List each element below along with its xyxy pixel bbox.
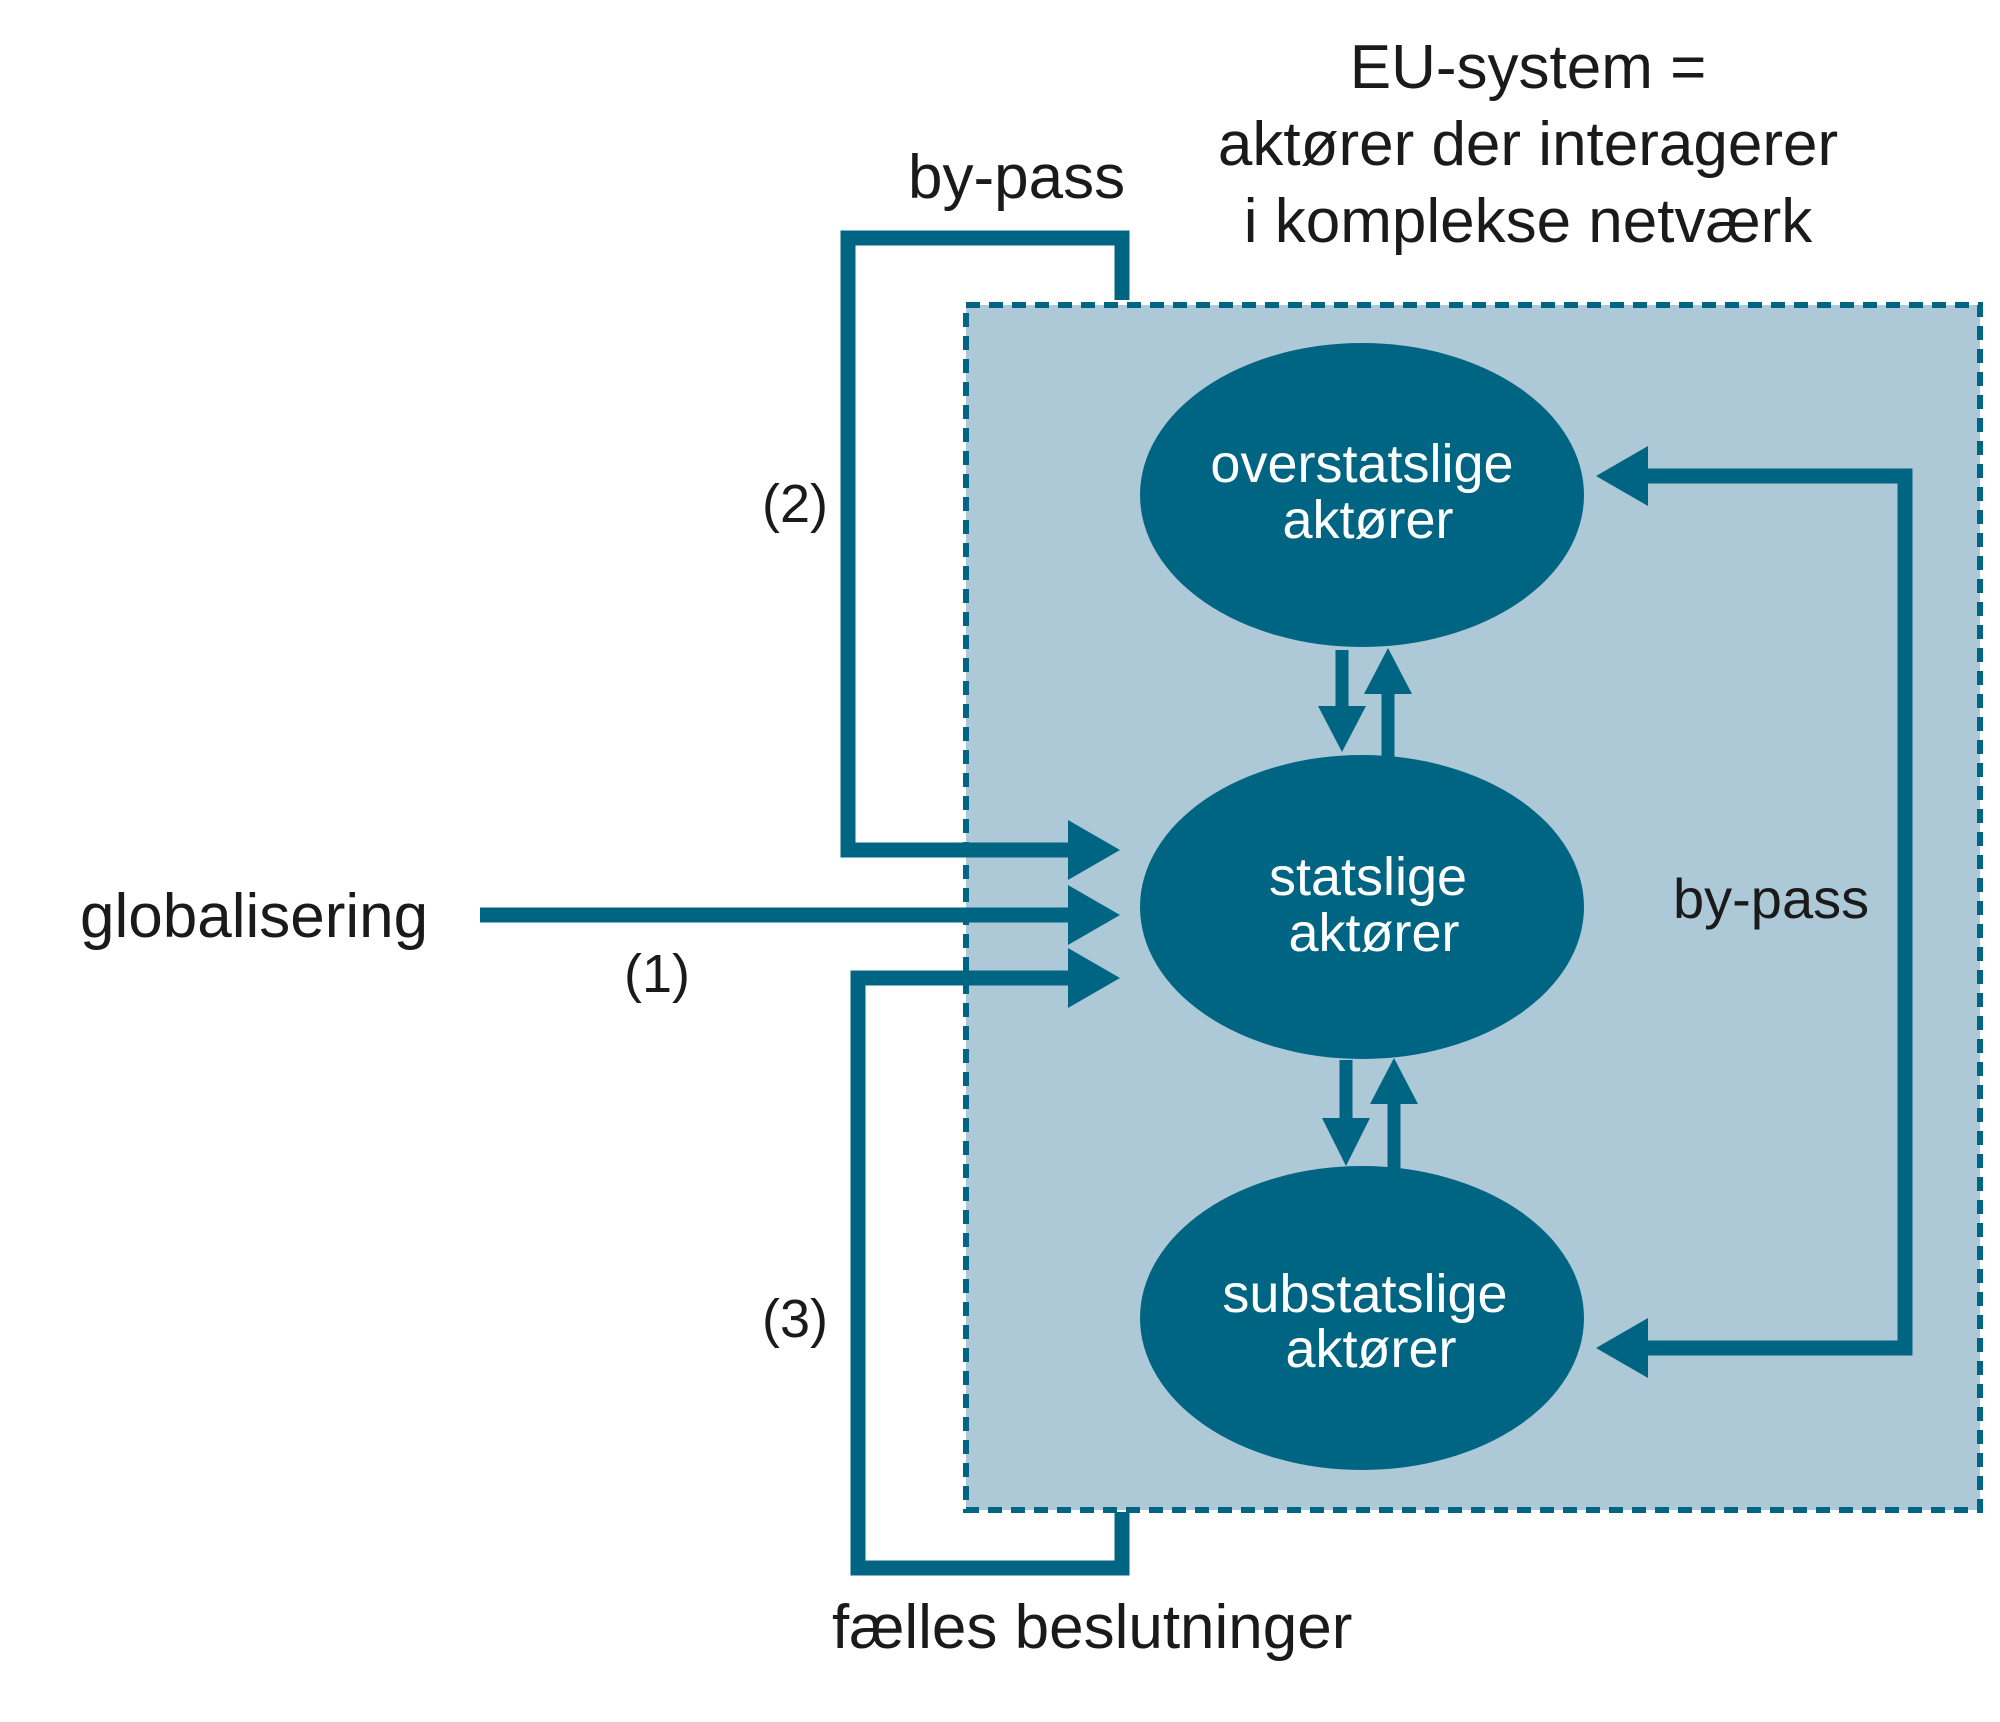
node-statslige (1140, 755, 1584, 1059)
bypass-right-arrowhead-bottom (1596, 1318, 1648, 1378)
bypass-right-connector (1645, 468, 1913, 1356)
label-path-1: (1) (624, 944, 690, 1004)
node-overstatslige-line1: overstatslige (1210, 434, 1513, 494)
node-substatslige-line1: substatslige (1222, 1264, 1507, 1324)
globalisering-arrowhead (1068, 885, 1120, 945)
node-overstatslige-line2: aktører (1282, 490, 1453, 550)
middle-to-bottom-arrowhead (1322, 1118, 1370, 1166)
bypass-right-arrowhead-top (1596, 446, 1648, 506)
node-substatslige-line2: aktører (1285, 1319, 1456, 1379)
system-title-line1: EU-system = (1350, 33, 1707, 102)
label-bypass-right: by-pass (1673, 867, 1869, 930)
faelles-connector (850, 970, 1130, 1576)
bypass-top-arrowhead (1068, 820, 1120, 880)
label-bypass-top: by-pass (908, 143, 1125, 212)
node-overstatslige (1140, 343, 1584, 647)
label-path-2: (2) (762, 474, 828, 534)
bottom-to-middle-arrowhead (1370, 1058, 1418, 1104)
node-statslige-line2: aktører (1288, 903, 1459, 963)
label-globalisering: globalisering (80, 882, 428, 951)
middle-to-top-arrowhead (1364, 648, 1412, 694)
system-title-line2: aktører der interagerer (1218, 110, 1838, 179)
label-path-3: (3) (762, 1289, 828, 1349)
bypass-top-connector (840, 230, 1130, 858)
faelles-arrowhead (1068, 948, 1120, 1008)
system-title-line3: i komplekse netværk (1244, 187, 1814, 256)
top-to-middle-arrowhead (1318, 706, 1366, 752)
node-substatslige (1140, 1166, 1584, 1470)
node-statslige-line1: statslige (1269, 847, 1467, 907)
label-faelles-beslutninger: fælles beslutninger (832, 1593, 1352, 1662)
